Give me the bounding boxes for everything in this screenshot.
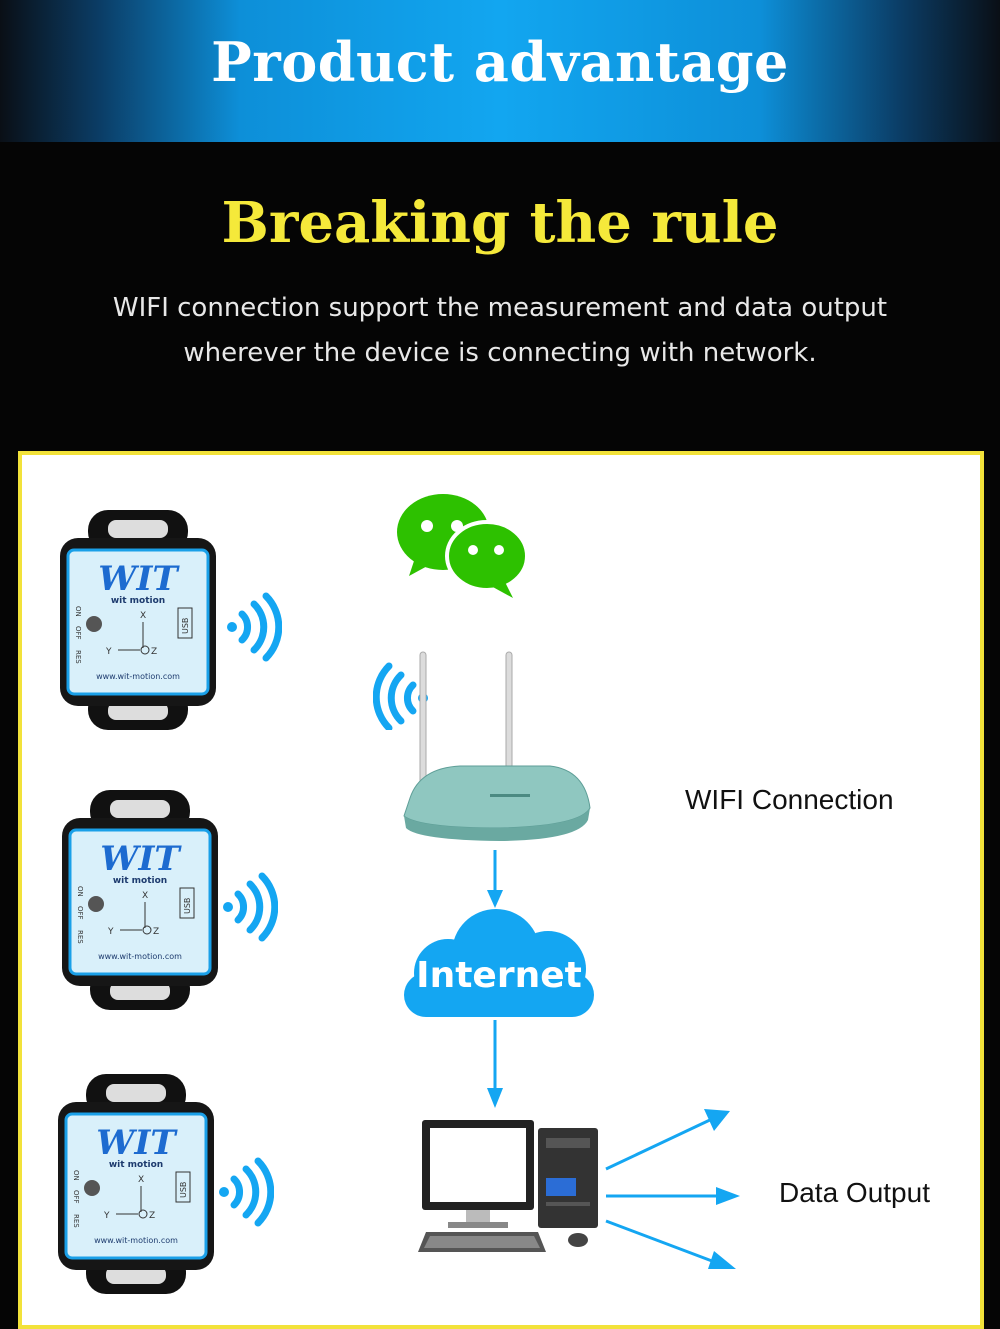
router-icon <box>403 651 591 841</box>
switch-label-on: ON <box>72 1170 80 1181</box>
subtext-line-2: wherever the device is connecting with n… <box>183 338 817 368</box>
device-brand-sub: wit motion <box>113 876 167 886</box>
switch-label-res: RES <box>72 1214 80 1228</box>
switch-label-res: RES <box>74 650 82 664</box>
switch-label-on: ON <box>74 606 82 617</box>
axis-z: Z <box>151 647 157 657</box>
axis-y: Y <box>107 927 114 937</box>
device-brand-sub: wit motion <box>111 596 165 606</box>
axis-y: Y <box>105 647 112 657</box>
data-output-arrows <box>605 1109 740 1269</box>
switch-label-off: OFF <box>72 1190 80 1204</box>
data-output-label: Data Output <box>779 1177 930 1208</box>
wifi-connection-label: WIFI Connection <box>685 784 894 815</box>
usb-label: USB <box>179 1182 188 1198</box>
sensor-device-1: WIT wit motion ON OFF RES USB X Y Z www.… <box>60 510 216 730</box>
switch-label-off: OFF <box>74 626 82 640</box>
axis-z: Z <box>153 927 159 937</box>
usb-label: USB <box>183 898 192 914</box>
device-graphic: WIT wit motion ON OFF RES USB X Y Z www.… <box>58 1074 214 1294</box>
wifi-signal-icon <box>223 872 278 942</box>
sensor-device-2: WIT wit motion ON OFF RES USB X Y Z www.… <box>62 790 218 1010</box>
switch-label-res: RES <box>76 930 84 944</box>
device-graphic: WIT wit motion ON OFF RES USB X Y Z www.… <box>60 510 216 730</box>
subtext-line-1: WIFI connection support the measurement … <box>112 293 888 323</box>
device-brand-sub: wit motion <box>109 1160 163 1170</box>
device-url: www.wit-motion.com <box>98 952 182 961</box>
chat-app-icon <box>397 494 529 598</box>
cloud-icon <box>404 909 594 1017</box>
wifi-signal-icon <box>219 1157 274 1227</box>
device-url: www.wit-motion.com <box>96 672 180 681</box>
axis-x: X <box>142 891 148 901</box>
internet-label: Internet <box>416 955 582 996</box>
headline: Breaking the rule <box>221 190 779 256</box>
banner-title: Product advantage <box>211 30 789 94</box>
computer-icon <box>418 1120 598 1252</box>
switch-label-on: ON <box>76 886 84 897</box>
device-brand: WIT <box>96 1123 178 1163</box>
usb-label: USB <box>181 618 190 634</box>
axis-y: Y <box>103 1211 110 1221</box>
device-brand: WIT <box>100 839 182 879</box>
wifi-signal-icon <box>227 592 282 662</box>
axis-x: X <box>140 611 146 621</box>
device-brand: WIT <box>98 559 180 599</box>
axis-x: X <box>138 1175 144 1185</box>
device-url: www.wit-motion.com <box>94 1236 178 1245</box>
arrow-down-icon <box>487 850 503 908</box>
device-graphic: WIT wit motion ON OFF RES USB X Y Z www.… <box>62 790 218 1010</box>
header-banner: Product advantage <box>0 0 1000 142</box>
switch-label-off: OFF <box>76 906 84 920</box>
sensor-device-3: WIT wit motion ON OFF RES USB X Y Z www.… <box>58 1074 214 1294</box>
arrow-down-icon <box>487 1020 503 1108</box>
axis-z: Z <box>149 1211 155 1221</box>
